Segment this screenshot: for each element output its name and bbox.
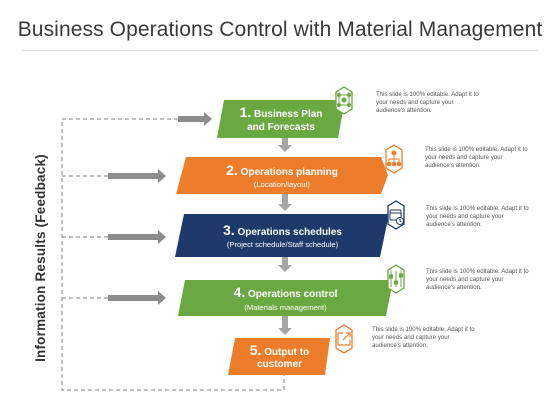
step-3-shape [175, 214, 389, 257]
step-4-subtitle: (Materials management) [244, 302, 327, 312]
arrow-to-step-2 [108, 169, 166, 183]
step-1-note: This slide is 100% editable. Adapt it to… [376, 91, 479, 115]
step-3-subtitle: (Project schedule/Staff schedule) [226, 240, 339, 249]
sliders-icon [389, 271, 403, 287]
step-4-number: 4. [233, 284, 246, 300]
step-3-title: Operations schedules [237, 226, 342, 238]
step-2-note: This slide is 100% editable. Adapt it to… [425, 146, 528, 170]
step-connectors [278, 138, 292, 335]
step-5-note: This slide is 100% editable. Adapt it to… [372, 326, 475, 350]
step-5-number: 5. [249, 341, 262, 358]
step-2-subtitle: (Location/layout) [253, 180, 311, 189]
arrow-to-step-3 [108, 230, 166, 244]
step-5-label: 5. Output to customer [231, 339, 328, 374]
step-4-shape [178, 280, 393, 316]
arrow-to-step-1 [178, 112, 212, 126]
step-5-title-line2: customer [256, 359, 302, 370]
step-1-label: 1. Business Plan and Forecasts [222, 101, 340, 137]
step-5-title: Output to [264, 346, 310, 358]
step-2-number: 2. [226, 161, 238, 178]
arrow-to-step-4 [108, 291, 166, 305]
step-1-number: 1. [239, 104, 252, 120]
step-4-title: Operations control [248, 289, 338, 300]
step-3-number: 3. [223, 221, 235, 238]
step-2-label: 2. Operations planning (Location/layout) [182, 158, 382, 193]
external-arrow-icon [337, 332, 351, 346]
step-5-shape [228, 338, 330, 375]
calendar-schedule-icon [389, 209, 404, 225]
feedback-arrows [108, 112, 212, 305]
network-icon [337, 93, 351, 107]
step-3-note: This slide is 100% editable. Adapt it to… [426, 205, 529, 229]
step-3-label: 3. Operations schedules (Project schedul… [180, 215, 385, 256]
step-2-shape [176, 157, 388, 194]
step-2-title: Operations planning [240, 166, 338, 178]
hierarchy-icon [386, 150, 402, 167]
feedback-dashed-lines [61, 118, 285, 391]
step-4-label: 4. Operations control (Materials managem… [183, 281, 388, 315]
slide-title: Business Operations Control with Materia… [17, 18, 543, 41]
step-4-note: This slide is 100% editable. Adapt it to… [426, 268, 529, 292]
step-1-shape [217, 100, 345, 138]
step-1-title: Business Plan [254, 109, 323, 120]
step-1-title-line2: and Forecasts [247, 121, 315, 133]
title-divider [22, 50, 538, 51]
